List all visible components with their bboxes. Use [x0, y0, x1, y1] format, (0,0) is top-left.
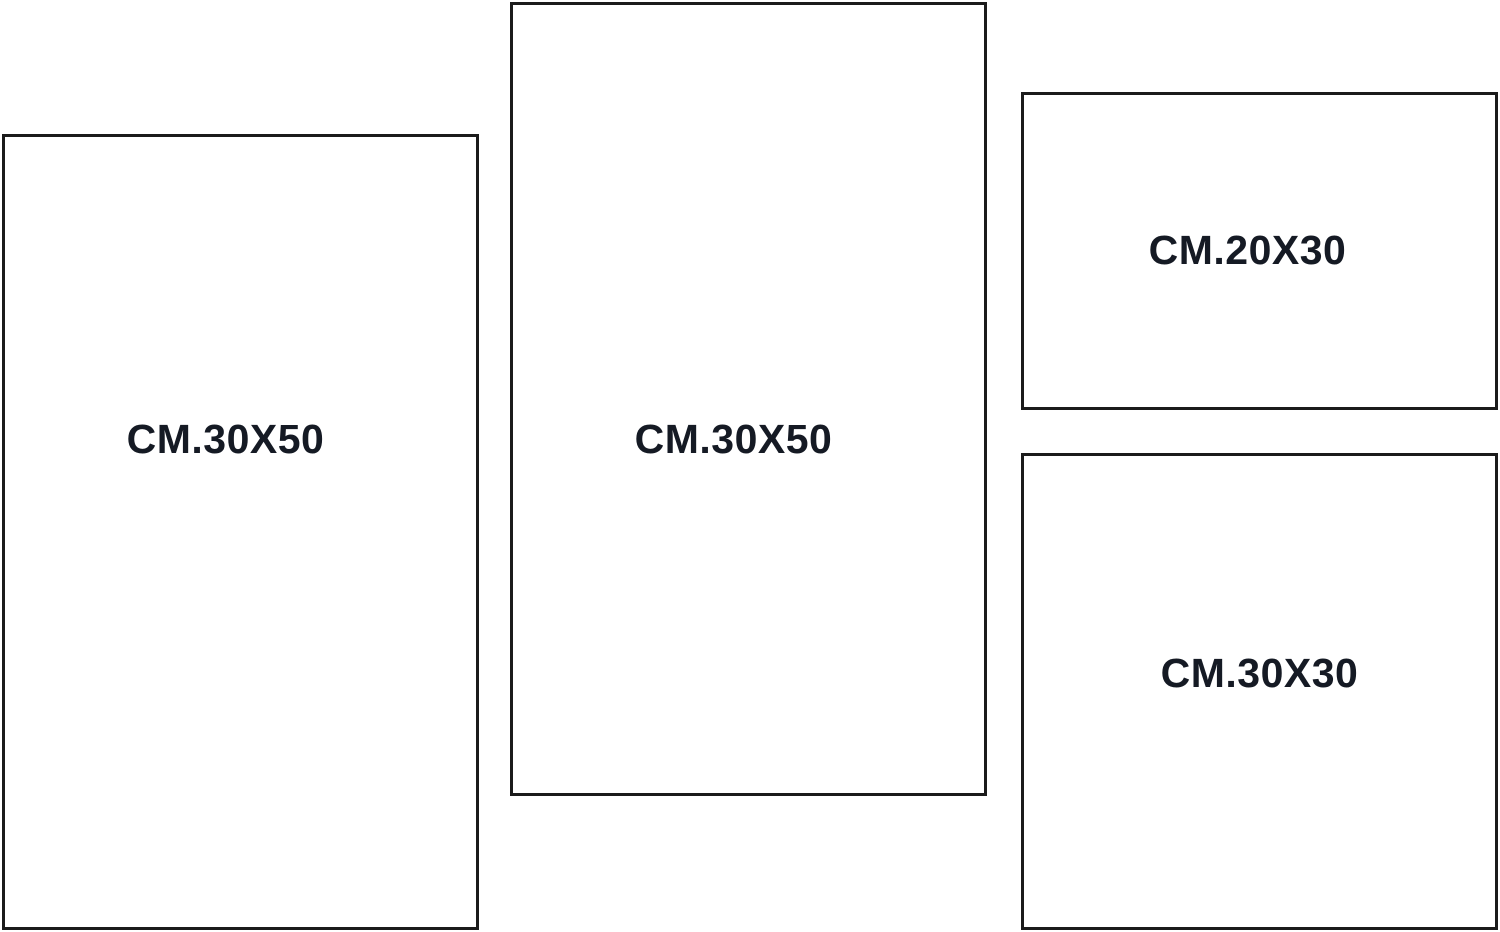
- frame-panel-30x30-bottom-right: CM.30X30: [1021, 453, 1498, 930]
- frame-panel-30x50-left: CM.30X50: [2, 134, 479, 930]
- frame-panel-30x50-center: CM.30X50: [510, 2, 987, 796]
- panel-size-label: CM.20X30: [1148, 227, 1347, 273]
- frame-panel-20x30-top-right: CM.20X30: [1021, 92, 1498, 410]
- panel-size-label: CM.30X50: [126, 416, 325, 462]
- panel-size-label: CM.30X30: [1160, 650, 1359, 696]
- panel-size-label: CM.30X50: [634, 416, 833, 462]
